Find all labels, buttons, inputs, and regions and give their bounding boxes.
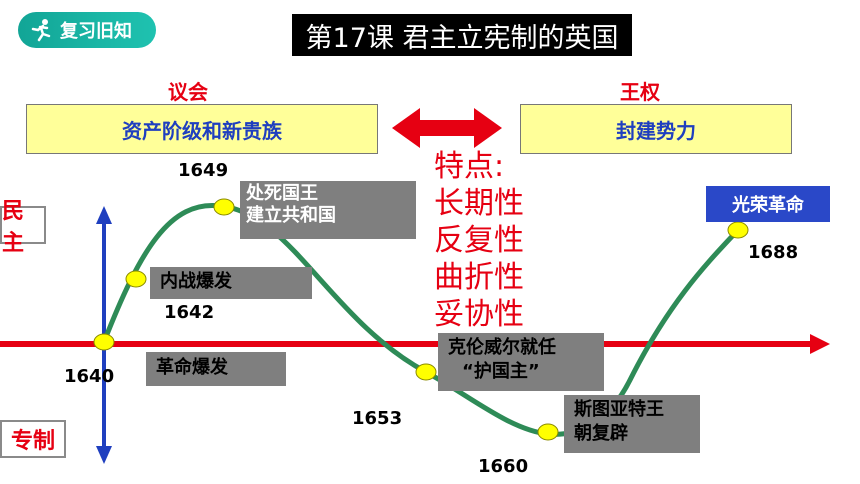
bourgeoisie-box: 资产阶级和新贵族 bbox=[26, 104, 378, 154]
year-1649: 1649 bbox=[178, 160, 229, 181]
event-cromwell-line1: 克伦威尔就任 bbox=[448, 337, 556, 358]
feature-item: 妥协性 bbox=[434, 297, 524, 332]
conflict-arrow-icon bbox=[392, 108, 502, 148]
point-1688 bbox=[727, 221, 749, 239]
event-stuart-line2: 朝复辟 bbox=[574, 423, 628, 444]
royal-power-heading: 王权 bbox=[620, 80, 660, 104]
point-1653 bbox=[415, 363, 437, 381]
point-1660 bbox=[537, 423, 559, 441]
democracy-label: 民主 bbox=[0, 199, 46, 256]
event-civil-war: 内战爆发 bbox=[150, 267, 312, 299]
parliament-heading: 议会 bbox=[168, 80, 208, 104]
runner-icon bbox=[28, 17, 54, 43]
review-badge: 复习旧知 bbox=[18, 12, 156, 48]
features-list: 特点: 长期性 反复性 曲折性 妥协性 bbox=[434, 148, 524, 333]
point-1642 bbox=[125, 270, 147, 288]
year-1642: 1642 bbox=[164, 302, 215, 323]
year-1640: 1640 bbox=[64, 366, 115, 387]
year-1688: 1688 bbox=[748, 242, 799, 263]
year-1653: 1653 bbox=[352, 408, 403, 429]
event-glorious-revolution: 光荣革命 bbox=[706, 186, 830, 222]
year-1660: 1660 bbox=[478, 456, 529, 477]
point-1649 bbox=[213, 198, 235, 216]
event-execute-line2: 建立共和国 bbox=[246, 205, 336, 226]
page-title: 第17课 君主立宪制的英国 bbox=[292, 14, 632, 56]
feudal-box: 封建势力 bbox=[520, 104, 792, 154]
badge-label: 复习旧知 bbox=[60, 21, 132, 42]
point-1640 bbox=[93, 333, 115, 351]
autocracy-label: 专制 bbox=[0, 420, 66, 458]
feature-item: 反复性 bbox=[434, 223, 524, 258]
time-axis bbox=[0, 334, 830, 354]
event-execute-king: 处死国王 建立共和国 bbox=[240, 181, 416, 239]
feature-item: 曲折性 bbox=[434, 260, 524, 295]
event-stuart-line1: 斯图亚特王 bbox=[574, 399, 664, 420]
event-revolution-outbreak: 革命爆发 bbox=[146, 352, 286, 386]
event-cromwell-line2: “护国主” bbox=[462, 361, 540, 382]
event-execute-line1: 处死国王 bbox=[246, 183, 318, 204]
event-stuart-restoration: 斯图亚特王 朝复辟 bbox=[564, 395, 700, 453]
features-heading: 特点: bbox=[434, 149, 505, 184]
event-cromwell: 克伦威尔就任 “护国主” bbox=[438, 333, 604, 391]
feature-item: 长期性 bbox=[434, 186, 524, 221]
